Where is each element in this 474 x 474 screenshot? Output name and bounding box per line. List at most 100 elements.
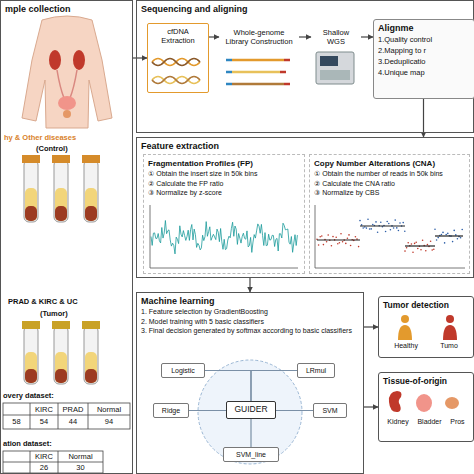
text-label: 54 [30,417,58,427]
blood-tubes-part [82,155,100,222]
connector [250,419,251,447]
node-text: 3.Deduplicatio [378,56,470,67]
node-text: 2.Mapping to r [378,45,470,56]
cna-dot [404,230,406,232]
text-label: 44 [58,417,88,427]
table-grid-part [3,451,103,473]
table-grid [3,403,130,473]
blood-tubes-part [52,155,70,222]
node-title: Copy Number Alterations (CNA) [314,158,465,169]
dna-strands-part [152,59,200,66]
classifier-box: LRmul [297,363,335,378]
cna-dot [393,227,395,229]
fp-plot-part [150,268,298,269]
table-grid-part [3,403,130,429]
sequencer-icon-part [320,56,338,66]
blood-tubes-part-part [84,326,98,384]
panel: Feature extractionFragmentation Profiles… [136,137,474,278]
person-icons-part [398,325,412,340]
blood-tubes-part-part [85,206,97,221]
cna-dot [414,243,416,245]
blood-tubes-part-part [84,160,98,222]
blood-tubes-part-part [55,188,67,221]
library-fragments-part [232,83,284,86]
node-title: Logistic [164,366,202,375]
person-icons-part [446,315,454,323]
cna-dot [442,232,444,234]
library-fragments-part [280,71,286,74]
node-title: Ridge [156,406,186,415]
node-title: Alignme [378,23,470,34]
model-box: GUIDER [226,401,276,419]
node-title: cfDNA Extraction [150,27,206,45]
node-title: LRmul [300,366,332,375]
node-title: Shallow WGS [315,28,357,46]
blood-tubes-part [22,321,40,384]
text-label: ation dataset: [3,439,103,449]
node-text: ② Calculate the CNA ratio [314,179,465,189]
cna-dot [390,229,392,231]
connector [364,326,378,327]
library-fragments-part [284,59,290,62]
cna-dot [396,227,398,229]
cna-dot [406,247,408,249]
organ-icons-part [416,394,432,412]
node-text: Kidney [387,417,408,427]
cna-dot [372,224,374,226]
blood-tubes-part-part [82,155,100,163]
dna-strands-part [152,77,200,84]
library-fragments-part [284,83,290,86]
node-text: 3. Final decision generated by softmax a… [141,326,359,336]
cna-dot [342,241,344,243]
cna-dot [402,222,404,224]
cna-dot [433,248,435,250]
node-title: SVM [316,406,344,415]
result-box: Tissue-of-originKidneyBladderPros [378,372,474,442]
cna-plot-part [315,268,465,269]
cna-dot [412,252,414,254]
cna-dot [335,236,337,238]
classifier-box: Logistic [161,363,205,378]
text-label: 58 [3,417,30,427]
cna-dot [417,248,419,250]
cna-dot [460,237,462,239]
node-text: 1.Quality control [378,34,470,45]
classifier-box: Ridge [153,403,189,418]
library-fragments-part [226,59,232,62]
cna-dot [447,233,449,235]
cna-plot-part [316,218,463,253]
feature-box: Copy Number Alterations (CNA)① Obtain th… [309,154,470,274]
library-fragments-part [226,83,232,86]
connector [209,36,219,37]
fp-plot-part [151,221,297,254]
node-title: Fragmentation Profiles (FP) [148,158,300,169]
cna-dot [445,234,447,236]
process-box: cfDNA Extraction [147,23,209,93]
node-title: Machine learning [141,296,359,307]
organ-icons-part [445,397,459,409]
panel: Sequencing and aligningcfDNA ExtractionW… [136,0,474,133]
cna-dot [323,244,325,246]
label-row: HealthyTumo [383,341,469,351]
sequencer-icon-part [320,70,350,80]
cna-dot [431,249,433,251]
library-fragments-part [226,71,232,74]
node-title: mple collection [5,4,128,15]
cna-dot [350,245,352,247]
blood-tubes-part-part [82,321,100,329]
connector [364,406,378,407]
cna-dot [461,229,463,231]
node-text: 1. Feature selection by GradientBoosting [141,307,359,317]
blood-tubes-part-part [85,369,97,383]
result-box: Tumor detectionHealthyTumo [378,296,474,358]
cna-dot [359,220,361,222]
text-label: overy dataset: [3,391,103,401]
node-text: Bladder [417,417,441,427]
cna-dot [407,242,409,244]
cna-dot [422,239,424,241]
cna-dot [453,230,455,232]
blood-tubes-part-part [55,206,67,221]
person-icons-part [401,315,409,323]
cna-dot [420,249,422,251]
